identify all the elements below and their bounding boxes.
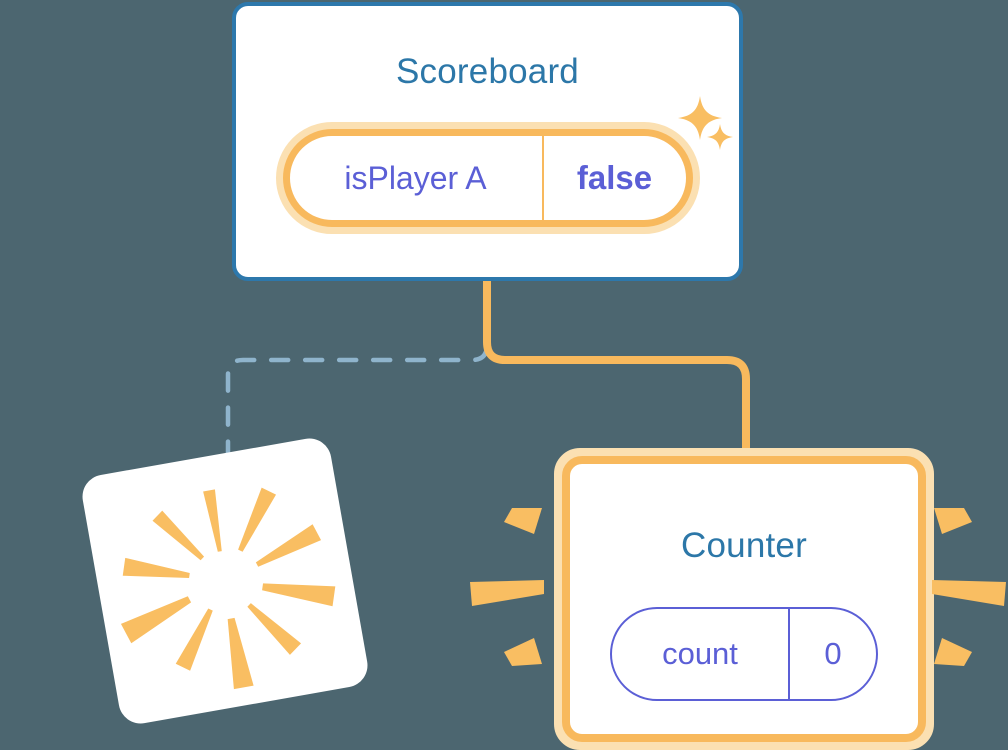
counter-burst-rays-left — [470, 508, 544, 666]
counter-card-title: Counter — [681, 526, 807, 565]
scoreboard-card-title: Scoreboard — [396, 52, 579, 91]
sparkle-small-icon — [705, 122, 735, 152]
counter-card[interactable]: Counter count 0 — [554, 448, 934, 750]
burst-rays-group — [120, 487, 336, 690]
connector-solid-scoreboard-to-counter — [483, 281, 750, 470]
scoreboard-state-pill[interactable]: isPlayer A false — [275, 122, 700, 234]
scoreboard-state-value: false — [576, 159, 653, 196]
scoreboard-state-key: isPlayer A — [290, 136, 544, 220]
counter-card-inner: Counter count 0 — [562, 456, 926, 742]
counter-state-value: 0 — [824, 636, 842, 671]
counter-burst-rays-right — [932, 508, 1006, 666]
scoreboard-card[interactable]: Scoreboard isPlayer A false — [232, 2, 743, 281]
scoreboard-state-pill-inner: isPlayer A false — [282, 129, 693, 227]
counter-state-pill[interactable]: count 0 — [610, 607, 878, 701]
counter-state-key: count — [612, 609, 790, 699]
sparkle-large-icon — [676, 94, 724, 142]
burst-card[interactable] — [79, 435, 371, 727]
